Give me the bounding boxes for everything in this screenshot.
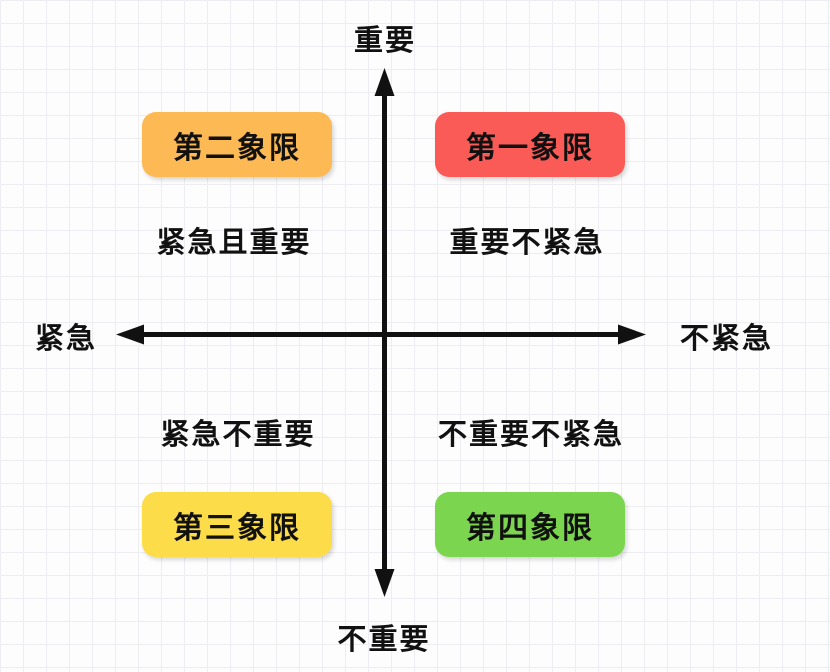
axis-label-important: 重要 bbox=[353, 25, 417, 57]
quadrant-4-description: 不重要不紧急 bbox=[437, 419, 625, 451]
arrow-down-icon bbox=[374, 569, 395, 597]
quadrant-2-badge: 第二象限 bbox=[142, 112, 332, 177]
quadrant-3-badge: 第三象限 bbox=[142, 492, 332, 557]
quadrant-4-badge: 第四象限 bbox=[435, 492, 625, 557]
arrow-up-icon bbox=[374, 68, 395, 96]
axis-label-not-urgent: 不紧急 bbox=[680, 323, 774, 355]
arrow-left-icon bbox=[116, 324, 144, 345]
axis-label-urgent: 紧急 bbox=[35, 323, 98, 355]
axis-label-not-important: 不重要 bbox=[337, 624, 431, 656]
quadrant-3-description: 紧急不重要 bbox=[160, 419, 316, 451]
quadrant-2-description: 紧急且重要 bbox=[156, 227, 312, 259]
arrow-right-icon bbox=[618, 324, 646, 345]
quadrant-1-badge: 第一象限 bbox=[435, 112, 625, 177]
quadrant-1-description: 重要不紧急 bbox=[449, 227, 605, 259]
